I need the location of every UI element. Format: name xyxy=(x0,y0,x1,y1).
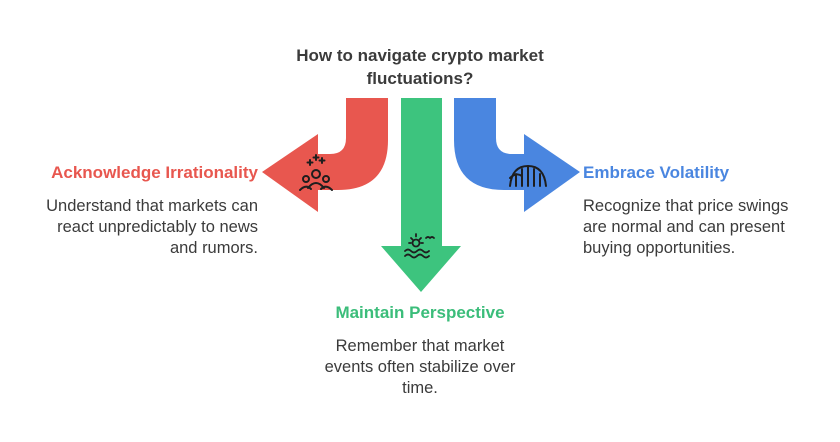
middle-arrow xyxy=(381,98,461,292)
middle-desc-line-3: time. xyxy=(402,379,438,397)
right-desc-line-2: are normal and can present xyxy=(583,218,785,236)
left-desc-line-1: Understand that markets can xyxy=(46,197,258,215)
acknowledge-irrationality-heading: Acknowledge Irrationality xyxy=(51,163,258,182)
diagram-title: How to navigate crypto market fluctuatio… xyxy=(270,44,570,90)
left-desc-line-2: react unpredictably to news xyxy=(57,218,258,236)
right-arrow xyxy=(454,98,580,212)
embrace-volatility-description: Recognize that price swings are normal a… xyxy=(583,196,833,259)
right-desc-line-3: buying opportunities. xyxy=(583,239,736,257)
title-line-1: How to navigate crypto market xyxy=(296,46,544,65)
middle-desc-line-1: Remember that market xyxy=(335,337,505,355)
sunset-icon xyxy=(404,233,435,259)
right-desc-line-1: Recognize that price swings xyxy=(583,197,789,215)
acknowledge-irrationality-description: Understand that markets can react unpred… xyxy=(0,196,258,259)
maintain-perspective-description: Remember that market events often stabil… xyxy=(290,336,550,399)
left-desc-line-3: and rumors. xyxy=(169,239,258,257)
middle-desc-line-2: events often stabilize over xyxy=(324,358,516,376)
left-arrow xyxy=(262,98,388,212)
crowd-icon xyxy=(299,154,333,191)
roller-coaster-icon xyxy=(509,164,547,187)
title-line-2: fluctuations? xyxy=(366,69,474,88)
maintain-perspective-heading: Maintain Perspective xyxy=(335,303,505,322)
embrace-volatility-heading: Embrace Volatility xyxy=(583,163,730,182)
